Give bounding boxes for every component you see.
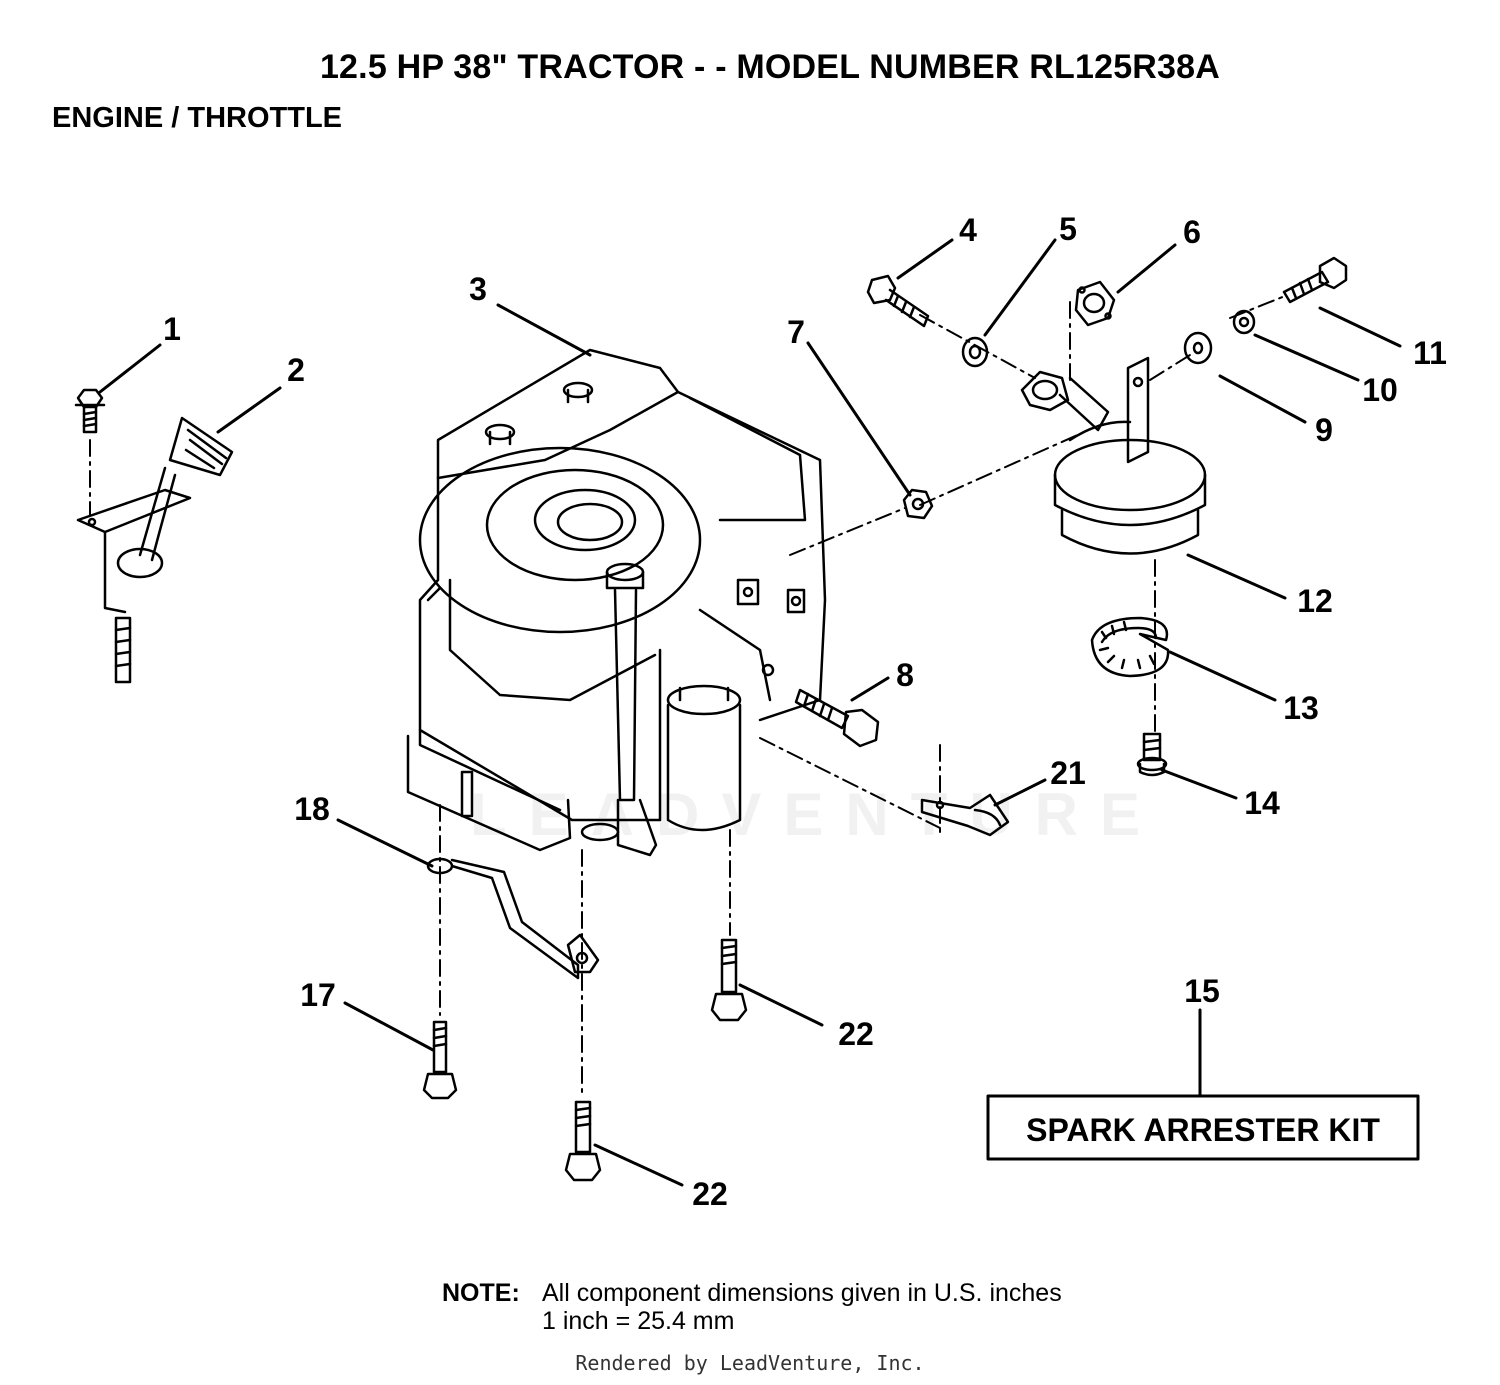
bolt-22-icon <box>710 938 748 1022</box>
callout-12: 12 <box>1297 583 1333 619</box>
callout-22-lower: 22 <box>692 1176 728 1212</box>
callout-9: 9 <box>1315 412 1333 448</box>
callout-8: 8 <box>896 657 914 693</box>
watermark-logo: LEADVENTURE <box>470 781 1163 848</box>
note-label: NOTE: <box>442 1279 520 1307</box>
callout-10: 10 <box>1362 372 1398 408</box>
callout-5: 5 <box>1059 211 1077 247</box>
callout-6: 6 <box>1183 214 1201 250</box>
leader-lines <box>98 238 1402 1187</box>
engine-icon <box>406 348 827 857</box>
bolt-22-lower-icon <box>564 1100 602 1182</box>
screw-icon <box>1136 732 1168 777</box>
throttle-control-icon <box>76 416 234 684</box>
note-line-2: 1 inch = 25.4 mm <box>542 1307 735 1335</box>
callout-1: 1 <box>163 311 181 347</box>
callout-15: 15 <box>1184 973 1220 1009</box>
note-line-1: All component dimensions given in U.S. i… <box>542 1279 1062 1307</box>
muffler-icon <box>1020 356 1207 555</box>
cable-bracket-icon <box>426 857 600 980</box>
callout-14: 14 <box>1244 785 1280 821</box>
muffler-mount-bolt-icon <box>1282 256 1348 304</box>
nut-icon <box>902 488 934 520</box>
callout-17: 17 <box>300 977 336 1013</box>
footer-credit: Rendered by LeadVenture, Inc. <box>575 1351 925 1375</box>
callout-3: 3 <box>469 271 487 307</box>
spark-arrester-screen-icon <box>1090 616 1170 678</box>
callout-7: 7 <box>787 314 805 350</box>
callout-22-upper: 22 <box>838 1016 874 1052</box>
callout-4: 4 <box>959 212 977 248</box>
callout-21: 21 <box>1050 755 1086 791</box>
muffler-bolt-icon <box>866 274 930 328</box>
bolt-icon <box>74 388 106 434</box>
spark-arrester-kit-box <box>986 1094 1420 1161</box>
spark-arrester-kit-label: SPARK ARRESTER KIT <box>1026 1112 1380 1148</box>
gasket-icon <box>1074 280 1116 327</box>
dimension-note: NOTE: All component dimensions given in U… <box>442 1279 1062 1335</box>
flat-washer-icon <box>1183 331 1213 365</box>
callout-2: 2 <box>287 352 305 388</box>
clip-icon <box>920 793 1010 837</box>
callout-11: 11 <box>1413 335 1447 371</box>
lock-washer-icon <box>1232 309 1256 335</box>
section-subtitle: ENGINE / THROTTLE <box>52 102 342 134</box>
engine-bolt-icon <box>794 688 880 748</box>
washer-icon <box>961 336 989 368</box>
bolt-17-icon <box>422 1020 458 1100</box>
callout-18: 18 <box>294 791 330 827</box>
page-title: 12.5 HP 38" TRACTOR - - MODEL NUMBER RL1… <box>319 48 1221 86</box>
callout-13: 13 <box>1283 690 1319 726</box>
